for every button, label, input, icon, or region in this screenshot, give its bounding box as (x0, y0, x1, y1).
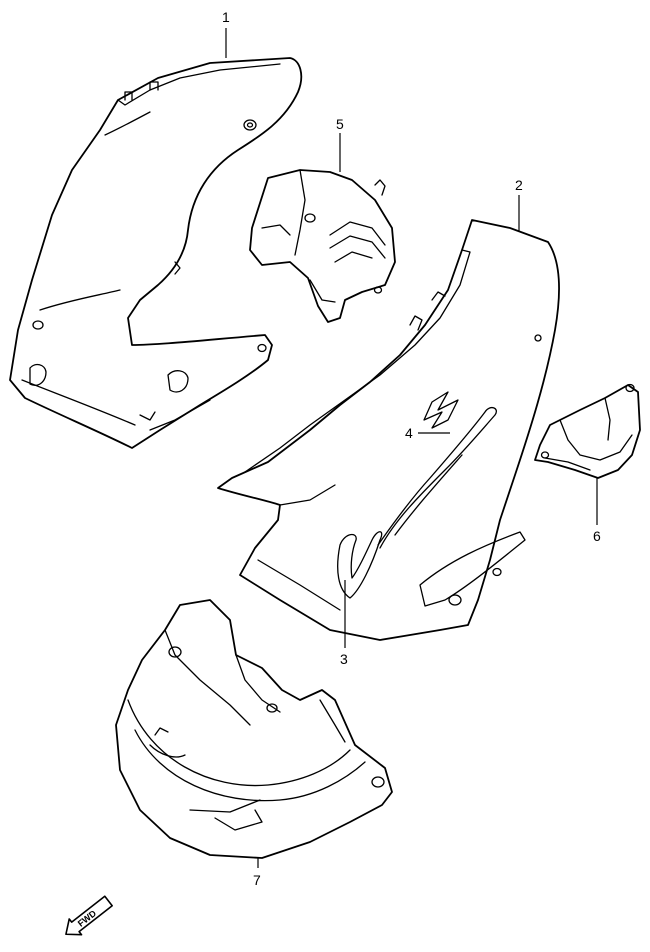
callout-number: 3 (340, 651, 348, 667)
part-6-small-bracket (534, 383, 641, 479)
callout-6: 6 (593, 478, 601, 544)
callout-number: 2 (515, 177, 523, 193)
callout-7: 7 (253, 858, 261, 888)
callout-5: 5 (336, 116, 344, 172)
callout-number: 5 (336, 116, 344, 132)
part-1-side-cowling (9, 57, 303, 449)
callout-number: 7 (253, 872, 261, 888)
callout-number: 4 (405, 425, 413, 441)
callout-3: 3 (340, 580, 348, 667)
callout-1: 1 (222, 9, 230, 58)
callout-number: 6 (593, 528, 601, 544)
callout-2: 2 (515, 177, 523, 232)
part-7-lower-cowling (115, 599, 393, 859)
fwd-arrow-icon: FWD (65, 895, 113, 936)
part-5-inner-bracket (249, 169, 396, 323)
callout-number: 1 (222, 9, 230, 25)
part-2-front-cowling (217, 219, 560, 641)
callout-4: 4 (405, 425, 450, 441)
